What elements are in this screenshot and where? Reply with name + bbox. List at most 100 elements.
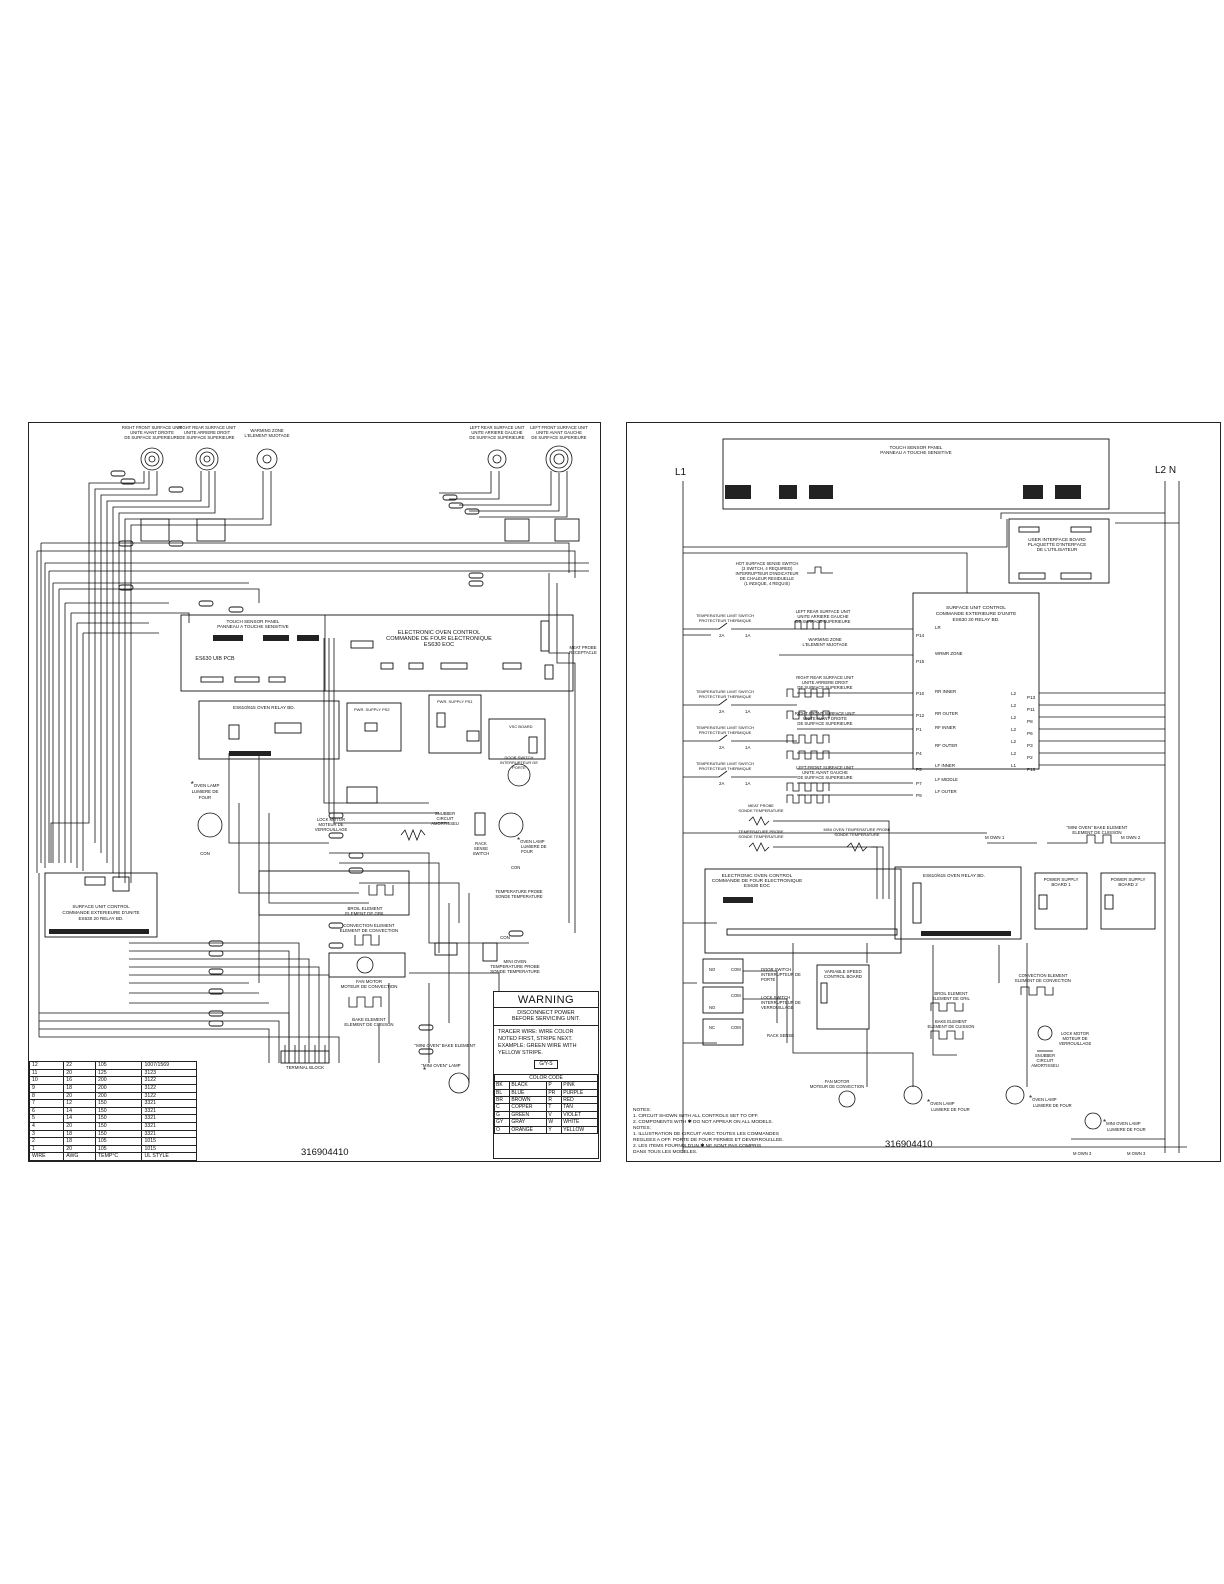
limit-switch-2-line-1: TEMPERATURE LIMIT SWITCH — [696, 689, 754, 694]
svg-text:*OVEN LAMP: *OVEN LAMP — [517, 836, 545, 845]
lock-motor-label-3: VERROUILLAGE — [315, 827, 348, 832]
svg-text:P9: P9 — [916, 793, 922, 798]
left-part-number: 316904410 — [301, 1147, 349, 1158]
svg-text:RF OUTER: RF OUTER — [935, 743, 957, 748]
uib-label-3: DE L'UTILISATEUR — [1037, 547, 1078, 552]
hot-surface-4: DE CHALEUR RESIDUELLE — [740, 576, 794, 581]
svg-text:SONDE TEMPERATURE: SONDE TEMPERATURE — [834, 832, 880, 837]
oven-element-symbols — [683, 943, 1187, 1148]
svg-text:1. CIRCUIT SHOWN WITH ALL CON: 1. CIRCUIT SHOWN WITH ALL CONTROLS SET T… — [633, 1113, 759, 1119]
rf-label-2: UNITE AVANT DROITE — [130, 430, 174, 435]
svg-text:P7: P7 — [916, 781, 922, 786]
door-switch-labels: DOOR SWITCH INTERRUPTEUR DE PORTE — [500, 755, 538, 770]
eoc-label-3: ES630 EOC — [744, 883, 771, 889]
limit-switch-2-line-2: PROTECTEUR THERMIQUE — [699, 694, 752, 699]
svg-text:LUMIERE DE FOUR: LUMIERE DE FOUR — [931, 1107, 970, 1112]
svg-text:P13: P13 — [1027, 695, 1036, 700]
svg-text:SONDE TEMPERATURE: SONDE TEMPERATURE — [738, 808, 784, 813]
rf-label-1: RIGHT FRONT SURFACE UNIT — [122, 425, 183, 430]
panel-connectors — [200, 620, 554, 683]
svg-text:LF INNER: LF INNER — [935, 763, 955, 768]
limit-switch-4-line-2: PROTECTEUR THERMIQUE — [699, 766, 752, 771]
surface-control-label-1: SURFACE UNIT CONTROL — [946, 605, 1006, 611]
svg-text:LEFT REAR SURFACE UNIT: LEFT REAR SURFACE UNIT — [796, 609, 851, 614]
svg-text:MEAT PROBE: MEAT PROBE — [748, 803, 774, 808]
color-code-title: COLOR CODE — [494, 1073, 598, 1083]
svg-text:MOTEUR DE CONVECTION: MOTEUR DE CONVECTION — [810, 1084, 864, 1089]
rack-sense-label-3: SWITCH — [473, 851, 490, 856]
lock-motor-label-2: MOTEUR DE — [318, 822, 343, 827]
surface-control-box — [44, 872, 158, 938]
broil-label-1: BROIL ELEMENT — [348, 906, 383, 911]
svg-text:P8: P8 — [1027, 719, 1033, 724]
svg-text:LOCK MOTOR: LOCK MOTOR — [1061, 1031, 1089, 1036]
rr-coil — [195, 447, 219, 471]
svg-text:MINI OVEN TEMPERATURE PROBE: MINI OVEN TEMPERATURE PROBE — [824, 827, 891, 832]
snubber-label-2: CIRCUIT — [437, 816, 454, 821]
svg-text:DOOR SWITCH: DOOR SWITCH — [761, 967, 791, 972]
left-schematic: RIGHT FRONT SURFACE UNIT UNITE AVANT DRO… — [36, 425, 597, 1158]
svg-text:DANS TOUS LES MODELES.: DANS TOUS LES MODELES. — [633, 1149, 697, 1155]
ps1-box — [428, 694, 482, 754]
rr-label-3: DE SURFACE SUPERIEURE — [179, 435, 234, 440]
lock-motor-box — [346, 786, 378, 804]
svg-text:RACK SENSE: RACK SENSE — [767, 1033, 794, 1038]
uib-label: ES630 UIB PCB — [195, 656, 235, 662]
wz-label-2: L'ELEMENT MIJOTAGE — [244, 433, 289, 438]
svg-text:P6: P6 — [1027, 731, 1033, 736]
svg-text:INTERRUPTEUR DE: INTERRUPTEUR DE — [761, 972, 801, 977]
svg-text:WARMING ZONE: WARMING ZONE — [808, 637, 842, 642]
svg-text:BROIL ELEMENT: BROIL ELEMENT — [934, 991, 968, 996]
warning-box: WARNING DISCONNECT POWER BEFORE SERVICIN… — [493, 991, 599, 1159]
eoc-label-2: COMMANDE DE FOUR ELECTRONIQUE — [712, 878, 803, 884]
svg-text:ELEMENT DE CUISSON: ELEMENT DE CUISSON — [928, 1024, 975, 1029]
rack-sense-labels: RACK SENSE SWITCH TEMPERATURE PROBE SOND… — [473, 841, 543, 899]
touch-panel-label-2: PANNEAU A TOUCHE SENSITIVE — [880, 450, 951, 455]
svg-text:2A: 2A — [719, 709, 724, 714]
broil-label-2: ELEMENT DE GRIL — [345, 911, 385, 916]
limit-switch-1-line-2: PROTECTEUR THERMIQUE — [699, 618, 752, 623]
ps2-box — [346, 702, 402, 752]
svg-text:DE SURFACE SUPERIEURE: DE SURFACE SUPERIEURE — [795, 619, 850, 624]
door-lock-switches — [702, 958, 744, 1046]
door-switch-label-1: DOOR SWITCH — [505, 755, 534, 760]
surface-control-box — [912, 592, 1040, 770]
meat-probe-label-1: MEAT PROBE — [569, 645, 596, 650]
svg-text:L2: L2 — [1011, 703, 1017, 708]
surface-element-symbols — [786, 620, 830, 804]
right-schematic: L1 L2 N TOUCH SENSOR PANEL PANNEAU A TOU… — [633, 438, 1187, 1156]
ps2-label: PWR. SUPPLY PS2 — [354, 707, 390, 712]
touch-panel-label-2: PANNEAU A TOUCHE SENSITIVE — [217, 624, 288, 629]
rr-label-2: UNITE ARRIERE DROIT — [184, 430, 231, 435]
con-label-left: CON — [200, 851, 210, 856]
svg-text:*OVEN LAMP: *OVEN LAMP — [1029, 1094, 1057, 1103]
panel-labels: TOUCH SENSOR PANEL PANNEAU A TOUCHE SENS… — [195, 619, 597, 662]
tracer-example: G/Y-S — [534, 1059, 558, 1069]
svg-text:L'ELEMENT MIJOTAGE: L'ELEMENT MIJOTAGE — [802, 642, 847, 647]
door-switch-label-2: INTERRUPTEUR DE — [500, 760, 538, 765]
svg-text:NOTES:: NOTES: — [633, 1125, 651, 1131]
surface-control-label-2: COMMANDE EXTERIEURE D'UNITE — [62, 910, 139, 915]
svg-text:LF MIDDLE: LF MIDDLE — [935, 777, 958, 782]
surface-control-label-1: SURFACE UNIT CONTROL — [72, 904, 130, 909]
wire-harness — [36, 471, 589, 1083]
lf-label-1: LEFT FRONT SURFACE UNIT — [530, 425, 588, 430]
convection-label-2: ELEMENT DE CONVECTION — [340, 928, 398, 933]
touch-connectors — [725, 485, 1081, 499]
limit-switch-1-line-1: TEMPERATURE LIMIT SWITCH — [696, 613, 754, 618]
svg-text:SONDE TEMPERATURE: SONDE TEMPERATURE — [738, 834, 784, 839]
hot-surface-5: (1 INDIQUE, 4 REQUIS) — [744, 581, 790, 586]
svg-text:SNUBBER: SNUBBER — [1035, 1053, 1055, 1058]
svg-text:NO: NO — [709, 1005, 716, 1010]
oven-lamp-left-label-3: FOUR — [199, 795, 211, 800]
wz-label-1: WARMING ZONE — [250, 428, 284, 433]
broil-box — [258, 870, 410, 916]
svg-text:M OWN 3: M OWN 3 — [1073, 1151, 1092, 1156]
